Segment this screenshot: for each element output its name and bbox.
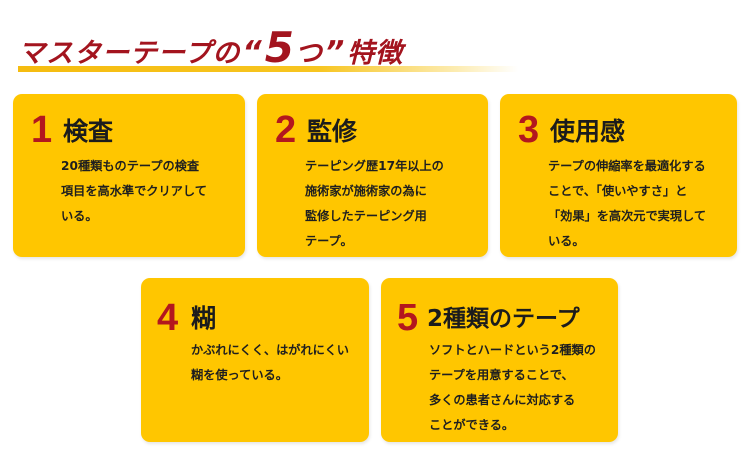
feature-description: テーピング歴17年以上の 施術家が施術家の為に 監修したテーピング用 テープ。	[305, 159, 444, 248]
page-title: マスターテープの“5つ”特徴	[18, 23, 404, 72]
feature-card-2: 2 監修 テーピング歴17年以上の 施術家が施術家の為に 監修したテーピング用 …	[257, 94, 488, 257]
feature-card-5: 5 2種類のテープ ソフトとハードという2種類の テープを用意することで、 多く…	[381, 278, 618, 442]
feature-number: 1	[31, 109, 53, 151]
feature-number: 2	[275, 109, 297, 151]
feature-description: かぶれにくく、はがれにくい 糊を使っている。	[191, 343, 349, 382]
title-tail: 特徴	[347, 38, 404, 69]
title-open-quote: “	[242, 35, 263, 70]
title-tsu: つ	[294, 38, 323, 69]
title-number: 5	[264, 23, 295, 72]
feature-card-3: 3 使用感 テープの伸縮率を最適化する ことで、「使いやすさ」と 「効果」を高次…	[500, 94, 737, 257]
feature-number: 5	[397, 297, 419, 339]
feature-card-1: 1 検査 20種類ものテープの検査 項目を高水準でクリアして いる。	[13, 94, 245, 257]
feature-heading: 糊	[191, 304, 217, 333]
feature-heading: 使用感	[550, 117, 626, 146]
feature-heading: 検査	[63, 117, 114, 146]
feature-heading: 監修	[307, 117, 358, 146]
feature-heading: 2種類のテープ	[427, 306, 580, 332]
feature-number: 4	[157, 297, 179, 339]
feature-description: テープの伸縮率を最適化する ことで、「使いやすさ」と 「効果」を高次元で実現して…	[548, 159, 707, 248]
title-close-quote: ”	[324, 35, 346, 70]
feature-card-4: 4 糊 かぶれにくく、はがれにくい 糊を使っている。	[141, 278, 369, 442]
feature-description: 20種類ものテープの検査 項目を高水準でクリアして いる。	[61, 159, 207, 223]
feature-number: 3	[518, 109, 540, 151]
title-underline	[18, 66, 518, 72]
title-main: マスターテープの	[18, 38, 241, 69]
feature-description: ソフトとハードという2種類の テープを用意することで、 多くの患者さんに対応する…	[429, 343, 596, 432]
